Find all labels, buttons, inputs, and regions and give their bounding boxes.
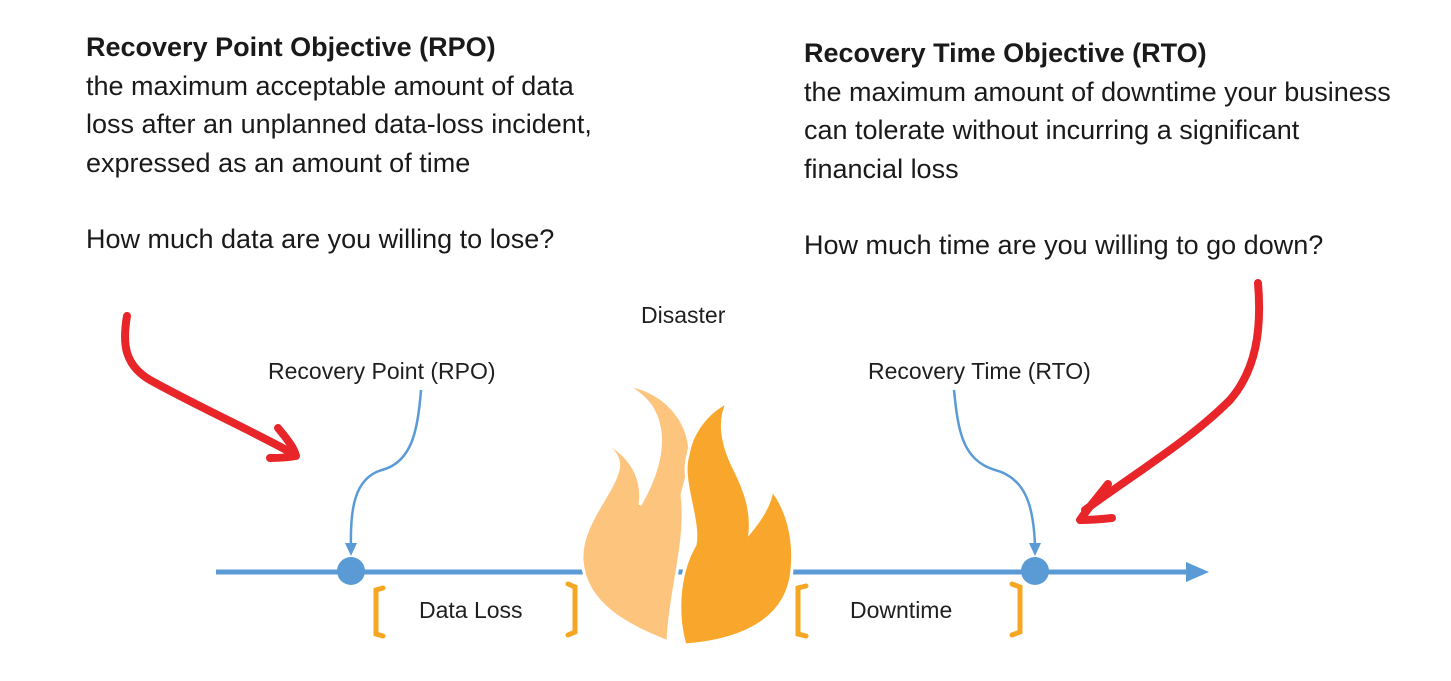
rto-definition: the maximum amount of downtime your busi… bbox=[804, 76, 1391, 184]
rpo-connector-arrowhead bbox=[345, 543, 357, 556]
recovery-time-marker bbox=[1021, 557, 1049, 585]
rpo-definition: the maximum acceptable amount of data lo… bbox=[86, 70, 592, 178]
data-loss-bracket bbox=[373, 581, 578, 639]
rpo-annotation-arrow bbox=[121, 312, 300, 462]
rpo-connector-line bbox=[349, 389, 423, 549]
rto-question: How much time are you willing to go down… bbox=[804, 230, 1324, 260]
rpo-description: Recovery Point Objective (RPO) the maxim… bbox=[86, 28, 626, 259]
recovery-time-label: Recovery Time (RTO) bbox=[868, 358, 1091, 384]
rto-annotation-arrow bbox=[1076, 279, 1264, 524]
recovery-point-label: Recovery Point (RPO) bbox=[268, 358, 496, 384]
downtime-label: Downtime bbox=[850, 597, 953, 623]
rto-heading: Recovery Time Objective (RTO) bbox=[804, 38, 1207, 68]
disaster-label: Disaster bbox=[641, 302, 726, 328]
timeline-arrowhead bbox=[1186, 562, 1209, 582]
rto-connector-line bbox=[952, 389, 1037, 549]
downtime-bracket bbox=[795, 581, 1023, 639]
rto-connector-arrowhead bbox=[1029, 543, 1041, 556]
disaster-flame-icon bbox=[580, 382, 795, 647]
rto-description: Recovery Time Objective (RTO) the maximu… bbox=[804, 34, 1404, 265]
rpo-heading: Recovery Point Objective (RPO) bbox=[86, 32, 496, 62]
rpo-question: How much data are you willing to lose? bbox=[86, 224, 555, 254]
data-loss-label: Data Loss bbox=[419, 597, 523, 623]
recovery-point-marker bbox=[337, 557, 365, 585]
